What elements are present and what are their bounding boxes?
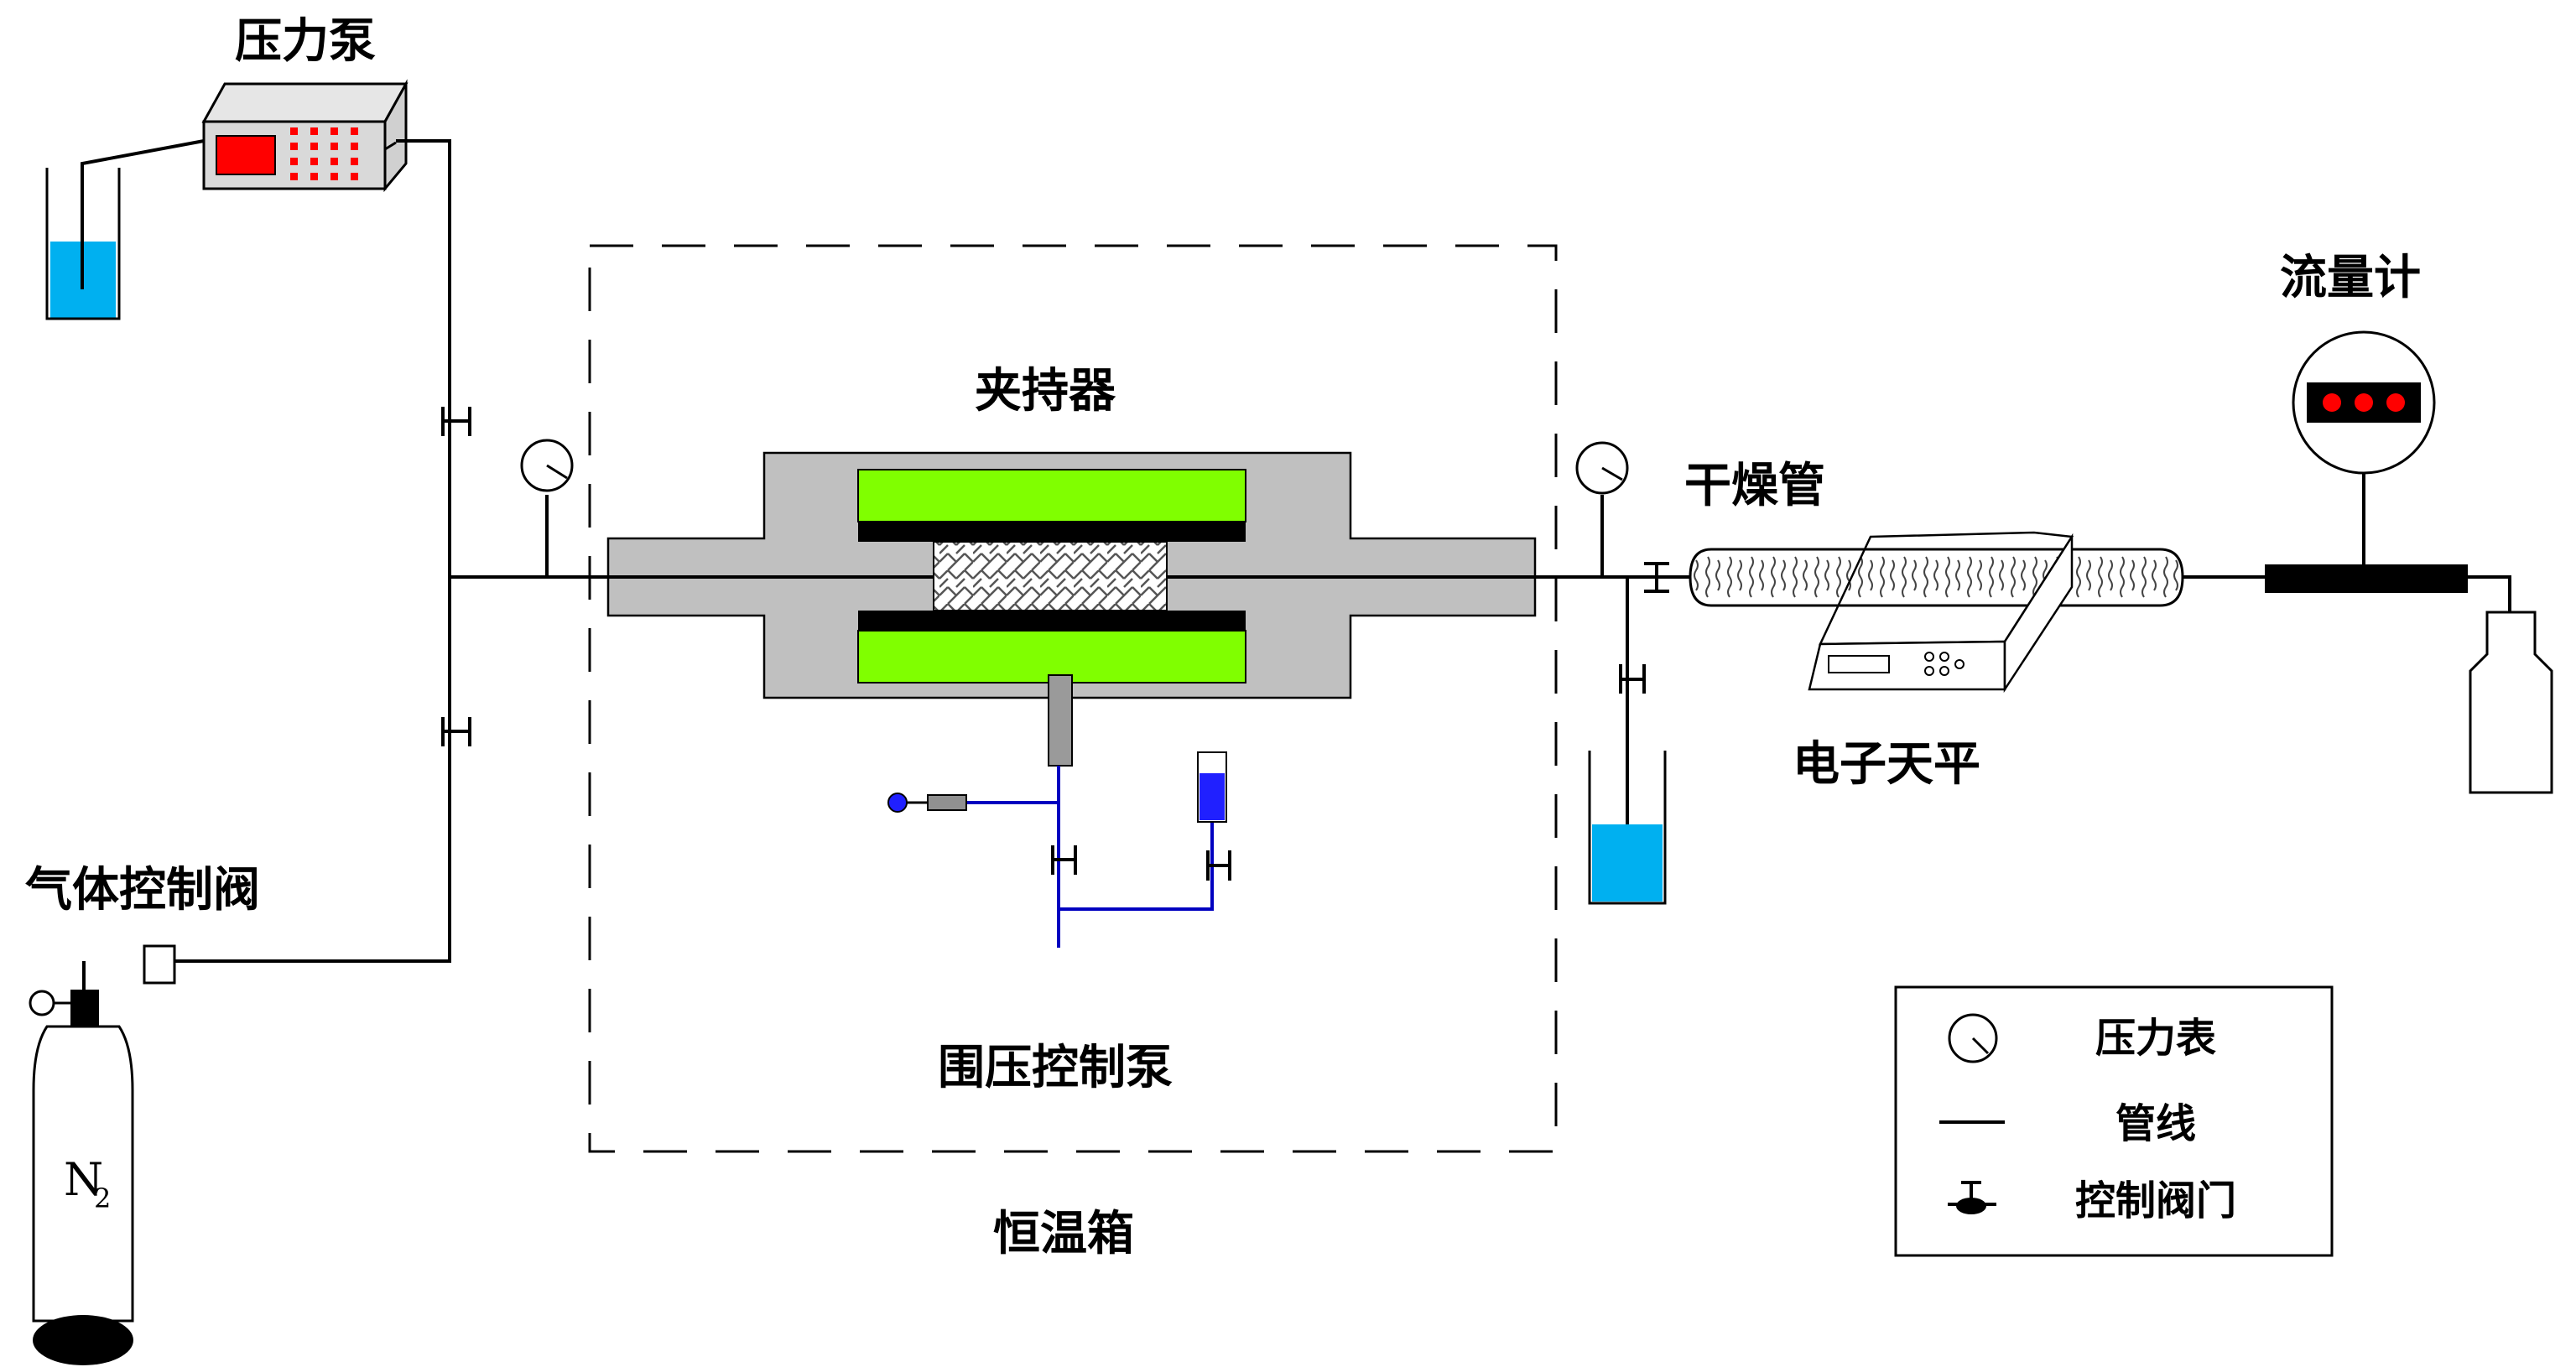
pressure-pump-label: 压力泵: [235, 14, 376, 69]
legend-label-pipeline: 管线: [2115, 1100, 2196, 1147]
n2-label: N: [64, 1153, 103, 1206]
core-sample: [933, 541, 1168, 611]
legend-label-gauge: 压力表: [2095, 1015, 2216, 1062]
drain-valve: [1619, 664, 1646, 694]
n2-subscript: 2: [94, 1182, 111, 1214]
confining-circuit: [887, 751, 1231, 948]
electronic-balance-label: 电子天平: [1793, 737, 1980, 792]
control-valve-icon: [1948, 1181, 1996, 1214]
source-beaker: [45, 139, 205, 320]
thermostat-label: 恒温箱: [993, 1207, 1134, 1261]
drying-tube: [1689, 548, 2184, 607]
gas-control-valve-label: 气体控制阀: [25, 863, 260, 917]
valve-lower: [441, 717, 471, 746]
exhaust-bottle: [2468, 575, 2553, 794]
holder-label: 夹持器: [975, 364, 1116, 418]
core-holder: [606, 451, 1537, 767]
supply-line: [164, 139, 451, 981]
outlet-valve: [1644, 562, 1669, 593]
n2-cylinder: N 2: [29, 961, 134, 1365]
pump-display: [216, 135, 276, 175]
confining-port: [1048, 674, 1073, 767]
legend: 压力表 管线 控制阀门: [1894, 985, 2334, 1257]
pump-keypad: [290, 127, 358, 180]
upper-sleeve: [857, 469, 1246, 522]
gas-control-valve: [143, 944, 176, 985]
pressure-pump: [201, 79, 409, 193]
collection-beaker: [1588, 751, 1667, 905]
electronic-balance: [1808, 531, 2074, 694]
drying-tube-label: 干燥管: [1684, 459, 1825, 513]
legend-label-valve: 控制阀门: [2075, 1177, 2236, 1224]
flowmeter-label: 流量计: [2280, 251, 2421, 305]
inlet-pressure-gauge-icon: [520, 439, 574, 577]
flowmeter: [2183, 330, 2468, 593]
pressure-gauge-icon: [1948, 1013, 1998, 1063]
valve-upper: [441, 407, 471, 436]
confining-pump-label: 围压控制泵: [938, 1041, 1173, 1095]
outlet-pressure-gauge-icon: [1575, 441, 1629, 577]
